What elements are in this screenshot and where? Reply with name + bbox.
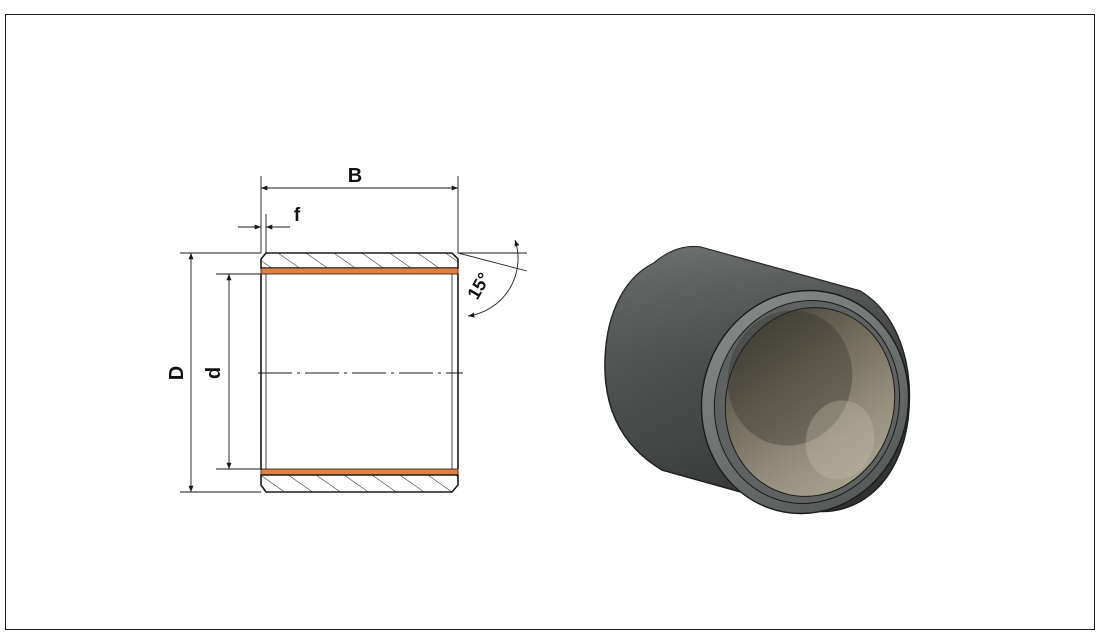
bushing-bore-liner (724, 307, 896, 497)
section-view (258, 252, 463, 493)
bushing-bore-highlight (805, 400, 875, 480)
dimension-label-f: f (294, 205, 301, 226)
dimension-label-b: B (348, 165, 362, 187)
angle-arc (467, 239, 520, 318)
dimension-label-D: D (166, 366, 188, 380)
top-wall-section (260, 252, 459, 269)
bottom-liner (260, 468, 459, 476)
drawing-frame (5, 14, 1095, 630)
angle-chamfer-line (457, 252, 528, 272)
bushing-3d-view (604, 245, 911, 515)
top-liner (260, 267, 459, 275)
bushing-bore-shadow (727, 310, 853, 446)
bottom-wall-section (260, 474, 459, 493)
dimension-label-angle: 15° (463, 269, 494, 303)
dimensions: B f D d 15° (166, 165, 528, 493)
dimension-label-d: d (203, 367, 225, 379)
